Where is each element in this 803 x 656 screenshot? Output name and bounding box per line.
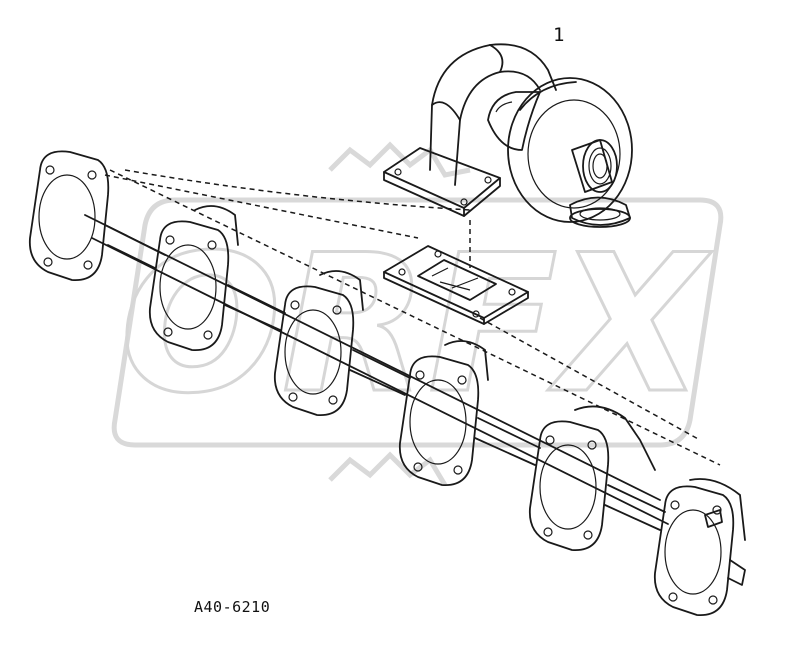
exhaust-manifold — [28, 150, 746, 616]
manifold-port-2 — [148, 220, 230, 351]
assembly-lines — [104, 169, 701, 441]
manifold-port-6 — [653, 485, 746, 616]
manifold-port-1 — [28, 150, 110, 281]
callout-label-1: 1 — [553, 24, 565, 46]
turbocharger — [383, 43, 633, 228]
manifold-port-5 — [528, 420, 610, 551]
manifold-port-4 — [398, 355, 480, 486]
drawing-code: A40-6210 — [194, 598, 271, 616]
manifold-port-3 — [273, 285, 355, 416]
